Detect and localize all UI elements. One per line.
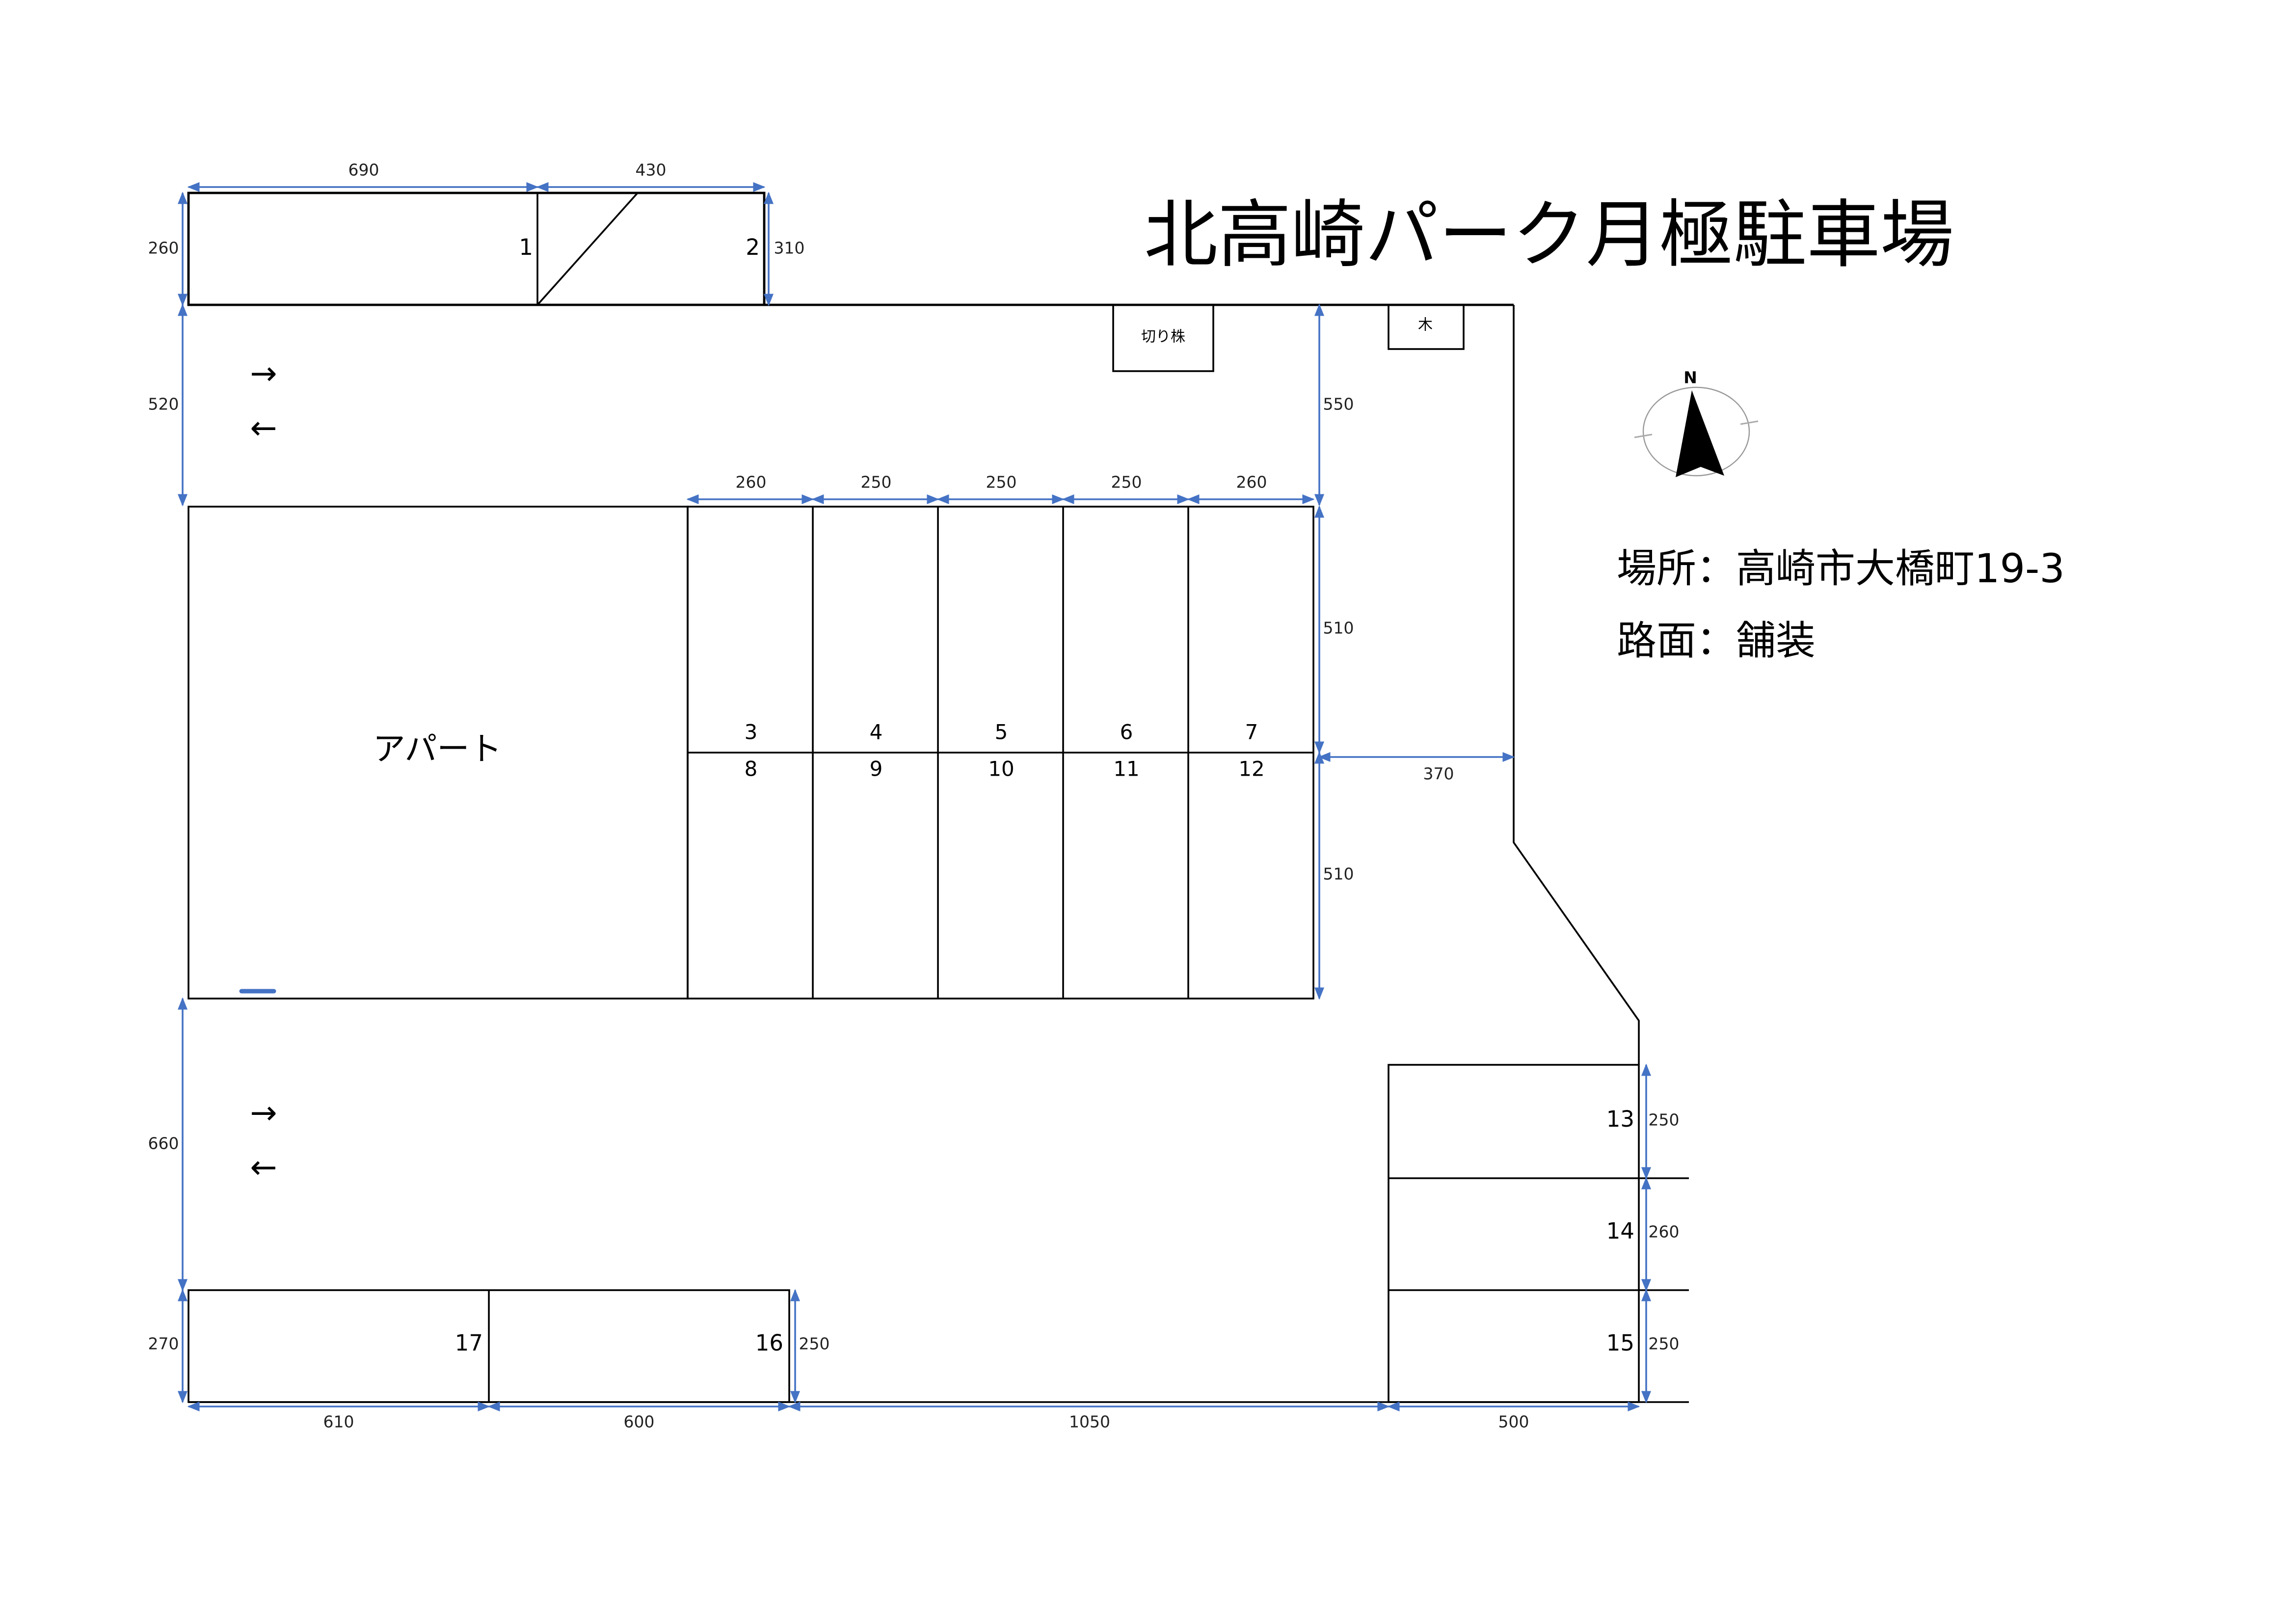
dim-label: 260 [736, 473, 767, 492]
tree-label: 木 [1418, 317, 1433, 334]
stump-box [1112, 304, 1214, 372]
dim-label: 520 [148, 395, 179, 414]
arrow-right-icon: → [250, 1094, 277, 1132]
dim-label: 500 [1498, 1412, 1529, 1432]
page-title: 北高崎パーク月極駐車場 [1144, 192, 1954, 278]
stall-group-bottom: 17 16 [187, 1289, 790, 1403]
compass-icon: N [1634, 368, 1759, 477]
stall-10: 10 [988, 757, 1014, 781]
dim-label: 370 [1423, 764, 1454, 784]
dim-label: 550 [1323, 395, 1354, 414]
stall-14: 14 [1606, 1218, 1634, 1244]
stall-5: 5 [995, 720, 1008, 744]
dim-label: 250 [1649, 1110, 1680, 1130]
dim-label: 510 [1323, 619, 1354, 638]
surface-text: 路面：舗装 [1617, 618, 1815, 664]
dim-label: 510 [1323, 865, 1354, 884]
dim-label: 660 [148, 1134, 179, 1153]
apartment-label: アパート [373, 730, 502, 768]
dim-label: 260 [1236, 473, 1267, 492]
dim-label: 310 [774, 239, 805, 258]
stall-1: 1 [519, 234, 533, 260]
dim-label: 250 [1111, 473, 1142, 492]
stall-17: 17 [455, 1330, 483, 1356]
dim-label: 250 [986, 473, 1017, 492]
dim-label: 430 [636, 161, 667, 180]
stall-15: 15 [1606, 1330, 1634, 1356]
dim-label: 600 [624, 1412, 655, 1432]
stall-13: 13 [1606, 1106, 1634, 1132]
stall-8: 8 [745, 757, 758, 781]
dimension-labels: 690 430 260 310 520 550 260 250 250 250 … [148, 161, 1680, 1432]
dim-label: 260 [148, 239, 179, 258]
arrow-left-icon: ← [250, 1148, 277, 1186]
dim-label: 250 [861, 473, 892, 492]
dim-label: 250 [1649, 1334, 1680, 1353]
dim-label: 260 [1649, 1222, 1680, 1242]
stall-6: 6 [1120, 720, 1133, 744]
compass-north-label: N [1683, 368, 1697, 387]
arrow-left-icon: ← [250, 409, 277, 447]
dimension-lines [177, 182, 1652, 1412]
dim-label: 1050 [1069, 1412, 1110, 1432]
location-text: 場所：高崎市大橋町19-3 [1617, 546, 2065, 592]
stall-group-top: 1 2 [187, 191, 766, 306]
dim-label: 610 [323, 1412, 354, 1432]
dim-label: 690 [348, 161, 379, 180]
arrow-right-icon: → [250, 354, 277, 392]
stall-3: 3 [745, 720, 758, 744]
tree-box [1388, 304, 1465, 350]
stall-9: 9 [870, 757, 883, 781]
dim-label: 270 [148, 1334, 179, 1353]
stall-11: 11 [1113, 757, 1139, 781]
stall-16: 16 [755, 1330, 783, 1356]
stall-2: 2 [746, 234, 760, 260]
stump-label: 切り株 [1141, 328, 1185, 346]
stall-group-middle: 3 4 5 6 7 8 9 10 11 12 [687, 506, 1314, 1000]
dim-label: 250 [799, 1334, 830, 1353]
stall-12: 12 [1238, 757, 1264, 781]
stall-4: 4 [870, 720, 883, 744]
stall-group-right: 13 14 15 [1388, 1064, 1689, 1403]
stall-7: 7 [1245, 720, 1258, 744]
